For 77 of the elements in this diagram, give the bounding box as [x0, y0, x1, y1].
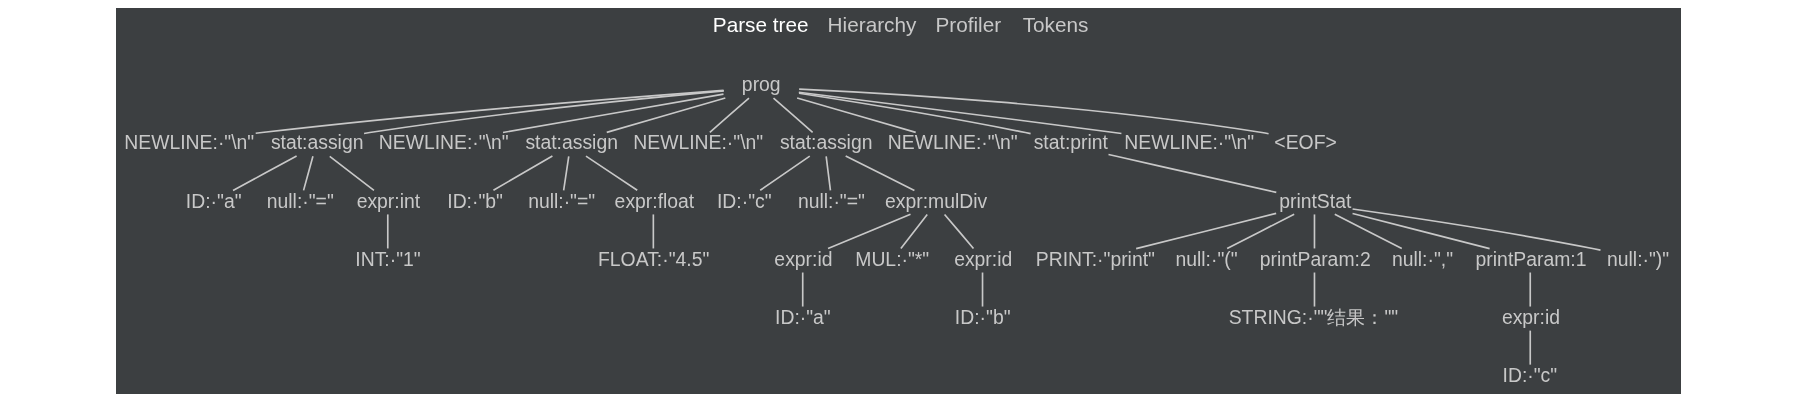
- connector: [254, 89, 724, 135]
- connector: [1107, 153, 1277, 194]
- node-text: expr:id: [953, 247, 1012, 270]
- node-text: ID:·"a": [774, 305, 831, 328]
- node-text: NEWLINE:·"\n": [378, 131, 509, 154]
- node-text: FLOAT:·"4.5": [597, 247, 709, 270]
- label: Profiler: [935, 12, 1001, 36]
- node-text: expr:id: [773, 247, 832, 270]
- node-text: null:·"=": [797, 189, 865, 212]
- label: Tokens: [1022, 12, 1088, 36]
- connector: [1528, 271, 1531, 308]
- connector: [844, 155, 915, 192]
- connector: [826, 213, 911, 250]
- node-text: STRING:·""结果："": [1228, 305, 1398, 328]
- connector: [801, 271, 804, 308]
- node-text: PRINT:·"print": [1035, 247, 1155, 270]
- connector: [824, 155, 831, 192]
- node-text: expr:float: [614, 189, 694, 212]
- connector: [981, 271, 983, 308]
- connector: [1134, 212, 1277, 250]
- node-text: MUL:·"*": [854, 247, 929, 270]
- connector: [797, 91, 1122, 135]
- connector: [1225, 213, 1295, 250]
- connector: [795, 97, 917, 134]
- connector: [302, 155, 314, 192]
- connector: [584, 155, 638, 192]
- connector: [758, 155, 811, 192]
- connector: [708, 97, 750, 134]
- connector: [772, 97, 813, 134]
- node-text: ID:·"b": [446, 189, 503, 212]
- connector: [1528, 329, 1531, 366]
- connector: [797, 92, 1031, 135]
- node-text: expr:id: [1501, 305, 1560, 328]
- node-text: printStat: [1278, 189, 1351, 212]
- connector: [943, 213, 974, 250]
- node-text: expr:int: [356, 189, 420, 212]
- connector: [231, 155, 297, 192]
- node-text: stat:print: [1033, 131, 1108, 154]
- connector: [797, 88, 1269, 135]
- connector: [362, 90, 725, 135]
- connector: [562, 155, 570, 192]
- connector: [1351, 208, 1601, 251]
- node-text: ID:·"c": [716, 189, 772, 212]
- node-text: ID:·"c": [1502, 363, 1557, 386]
- label: Parse tree: [712, 12, 808, 36]
- node-text: null:·"=": [527, 189, 595, 212]
- node-text: expr:mulDiv: [884, 189, 987, 212]
- connector: [386, 213, 389, 250]
- node-text: stat:assign: [524, 131, 618, 154]
- node-text: printParam:2: [1259, 247, 1371, 270]
- connector: [1333, 213, 1403, 250]
- node-text: ID:·"b": [954, 305, 1011, 328]
- node-text: null:·",": [1391, 247, 1453, 270]
- connector: [652, 213, 654, 250]
- node-text: NEWLINE:·"\n": [123, 131, 254, 154]
- node-text: null:·"(": [1174, 247, 1238, 270]
- connector: [1313, 213, 1315, 250]
- node-text: null:·")": [1606, 247, 1669, 270]
- connector: [1351, 212, 1490, 250]
- connector: [899, 213, 928, 250]
- node-text: INT:·"1": [354, 247, 421, 270]
- label: Hierarchy: [827, 12, 916, 36]
- connector: [1313, 271, 1315, 308]
- node-text: null:·"=": [266, 189, 334, 212]
- node-text: <EOF>: [1273, 131, 1337, 154]
- connector: [501, 93, 724, 134]
- node-text: NEWLINE:·"\n": [1123, 131, 1254, 154]
- node-text: ID:·"a": [185, 189, 242, 212]
- connector: [605, 97, 726, 134]
- connector: [492, 155, 553, 192]
- node-text: stat:assign: [779, 131, 872, 154]
- node-text: prog: [741, 73, 781, 96]
- node-text: NEWLINE:·"\n": [887, 131, 1018, 154]
- connector: [328, 155, 375, 192]
- node-text: printParam:1: [1475, 247, 1586, 270]
- node-text: NEWLINE:·"\n": [632, 131, 763, 154]
- node-text: stat:assign: [270, 131, 363, 154]
